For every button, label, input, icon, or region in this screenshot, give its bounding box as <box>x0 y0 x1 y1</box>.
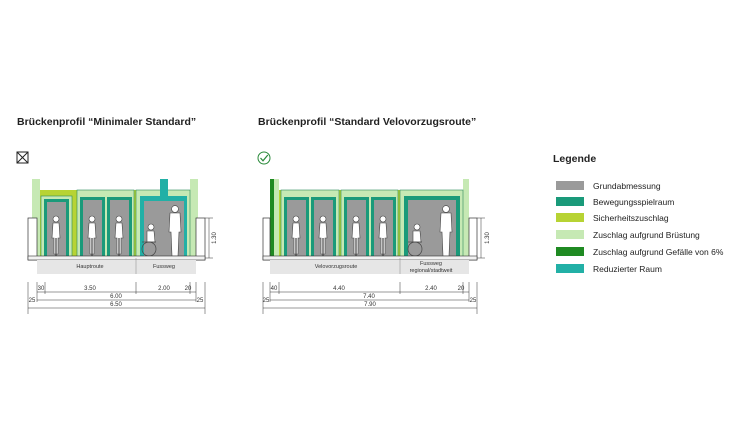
dim-edge-left: 25 <box>263 298 270 304</box>
check-circle-icon <box>257 151 271 165</box>
cyclist-lanes <box>280 189 399 258</box>
legend-swatch <box>556 213 584 222</box>
height-dim-label: 1.30 <box>212 232 218 244</box>
dim-right-20: 20 <box>458 286 465 292</box>
legend-item: Bewegungsspielraum <box>556 196 674 207</box>
dim-edge-right: 25 <box>197 298 204 304</box>
dim-left-30: 30 <box>38 286 45 292</box>
railing-left <box>262 217 271 261</box>
dim-side-lane: 2.40 <box>425 286 437 292</box>
profile-title-standard: Brückenprofil “Standard Velovorzugsroute… <box>258 116 477 128</box>
lane-label-main: Velovorzugsroute <box>315 264 358 270</box>
legend-swatch <box>556 247 584 256</box>
lane-label-side-1: Fussweg <box>420 261 442 267</box>
legend-swatch <box>556 230 584 239</box>
legend-label: Zuschlag aufgrund Gefälle von 6% <box>593 246 724 257</box>
railing-right <box>195 217 206 261</box>
railing-right <box>468 217 478 261</box>
reduced-space-mark <box>160 179 168 197</box>
legend-item: Zuschlag aufgrund Gefälle von 6% <box>556 246 723 257</box>
dimension-lines <box>27 282 206 314</box>
railing-allowance-right <box>463 179 469 258</box>
legend-swatch <box>556 181 584 190</box>
lane-label-side-2: regional/stadtweit <box>410 268 453 274</box>
slope-allowance <box>270 179 274 258</box>
deck-structure <box>37 260 196 274</box>
legend-label: Grundabmessung <box>593 180 661 191</box>
deck-structure <box>270 260 469 274</box>
dim-side-lane: 2.00 <box>158 286 170 292</box>
legend-title: Legende <box>553 153 597 165</box>
bridge-deck <box>262 255 478 261</box>
profile-standard: Velovorzugsroute Fussweg regional/stadtw… <box>257 151 491 314</box>
dim-left-40: 40 <box>271 286 278 292</box>
lane-label-side: Fussweg <box>153 264 175 270</box>
dim-edge-right: 25 <box>470 298 477 304</box>
legend-swatch <box>556 264 584 273</box>
height-dim-label: 1.30 <box>485 232 491 244</box>
legend-label: Reduzierter Raum <box>593 263 662 274</box>
legend-item: Sicherheitszuschlag <box>556 212 669 223</box>
dim-right-20: 20 <box>185 286 192 292</box>
dimension-lines <box>262 282 478 314</box>
dim-total-outer: 7.90 <box>364 302 376 308</box>
footpath-lane <box>399 189 464 258</box>
profile-title-minimal: Brückenprofil “Minimaler Standard” <box>17 116 197 128</box>
profile-minimal: Hauptroute Fussweg 1.30 30 3.50 2.00 20 … <box>16 151 218 314</box>
dim-total-inner: 6.00 <box>110 294 122 300</box>
legend-item: Grundabmessung <box>556 180 661 191</box>
legend-swatch <box>556 197 584 206</box>
railing-left <box>27 217 38 261</box>
dim-main-lane: 4.40 <box>333 286 345 292</box>
cross-box-icon <box>16 151 29 164</box>
cyclist-lanes <box>40 189 135 258</box>
legend-item: Zuschlag aufgrund Brüstung <box>556 229 700 240</box>
dim-total-outer: 6.50 <box>110 302 122 308</box>
lane-label-main: Hauptroute <box>76 264 103 270</box>
dim-main-lane: 3.50 <box>84 286 96 292</box>
legend-label: Bewegungsspielraum <box>593 196 675 207</box>
dim-total-inner: 7.40 <box>363 294 375 300</box>
footpath-lane <box>135 179 191 258</box>
railing-allowance-left <box>274 179 279 258</box>
railing-allowance-right <box>190 179 198 258</box>
legend-item: Reduzierter Raum <box>556 263 662 274</box>
bridge-deck <box>27 255 206 261</box>
dim-edge-left: 25 <box>29 298 36 304</box>
legend-label: Zuschlag aufgrund Brüstung <box>593 229 700 240</box>
legend-label: Sicherheitszuschlag <box>593 212 669 223</box>
